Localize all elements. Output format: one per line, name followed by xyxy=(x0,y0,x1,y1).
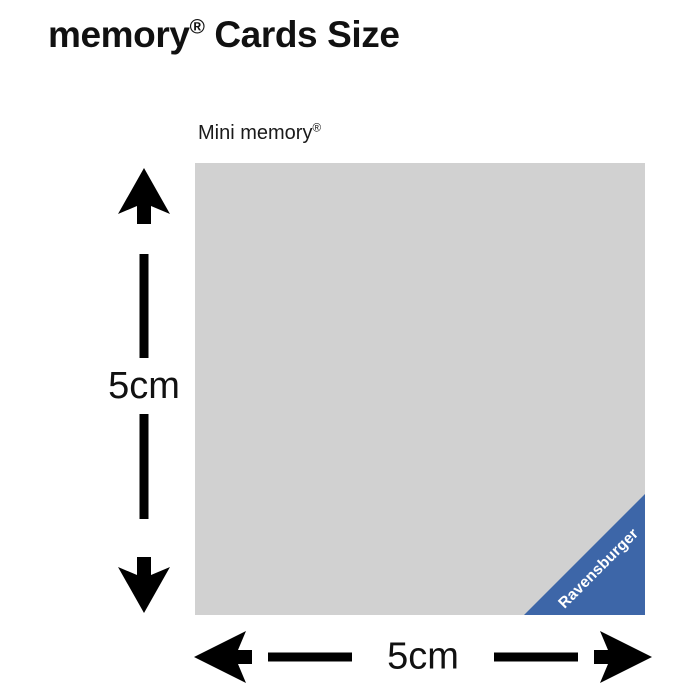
horizontal-dimension-line-left xyxy=(268,652,352,662)
vertical-dimension-line-lower xyxy=(139,414,149,519)
vertical-dimension-line-upper xyxy=(139,254,149,358)
page-title-main: memory xyxy=(48,14,190,55)
horizontal-dimension-line-right xyxy=(494,652,578,662)
brand-triangle-shape xyxy=(524,494,645,615)
registered-mark-icon: ® xyxy=(189,15,205,39)
horizontal-dimension-label: 5cm xyxy=(379,635,467,679)
registered-mark-icon: ® xyxy=(312,121,321,135)
vertical-dimension-label: 5cm xyxy=(108,364,180,407)
memory-card-graphic: Ravensburger xyxy=(195,163,645,615)
arrow-left-icon xyxy=(194,631,252,683)
arrow-up-icon xyxy=(118,168,170,224)
page-title-rest: Cards Size xyxy=(204,14,400,55)
arrow-down-icon xyxy=(118,557,170,613)
card-label-main: Mini memory xyxy=(198,122,313,144)
brand-corner: Ravensburger xyxy=(524,494,645,615)
card-label: Mini memory® xyxy=(198,122,321,145)
page-title: memory® Cards Size xyxy=(48,14,400,57)
vertical-dimension: 5cm xyxy=(96,168,192,613)
horizontal-dimension: 5cm xyxy=(194,627,652,687)
arrow-right-icon xyxy=(594,631,652,683)
